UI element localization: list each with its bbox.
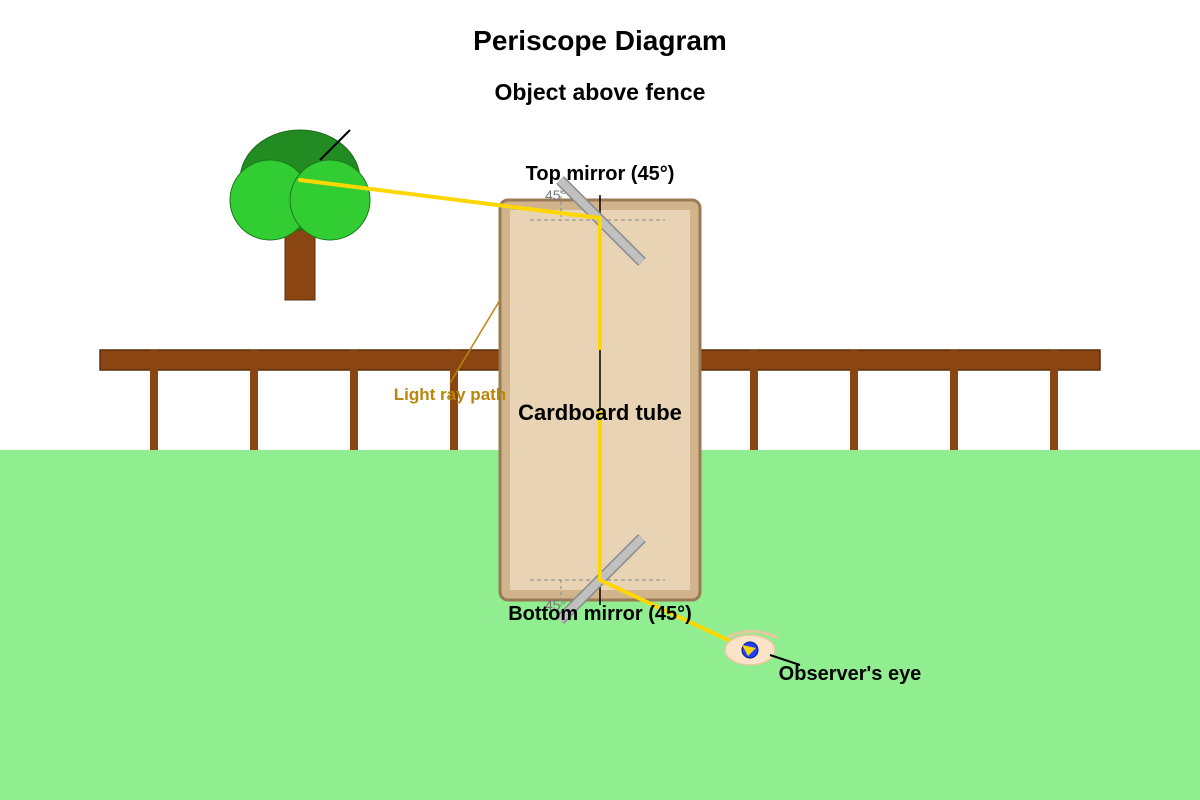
fence (99, 349, 1101, 450)
fence-post (750, 350, 758, 450)
tree-trunk (284, 224, 316, 301)
bottom-mirror-label: Bottom mirror (45°) (508, 603, 692, 625)
eye-ray-arrowhead (742, 645, 756, 656)
fence-rail-left (99, 349, 501, 371)
eye-pointer-line (769, 654, 801, 666)
eye-brow (727, 629, 779, 640)
tube-label: Cardboard tube (518, 400, 682, 425)
observer-eye (724, 629, 801, 666)
fence-rail-right (699, 349, 1101, 371)
subtitle: Object above fence (495, 79, 706, 105)
light-ray (298, 178, 747, 650)
fence-post (950, 350, 958, 450)
fence-post (150, 350, 158, 450)
fence-post (850, 350, 858, 450)
object-pointer-line (319, 129, 351, 161)
fence-post (1050, 350, 1058, 450)
ray-label-pointer (449, 299, 501, 384)
top-mirror-label: Top mirror (45°) (526, 163, 675, 185)
fence-post (350, 350, 358, 450)
eye-label: Observer's eye (779, 663, 922, 685)
ray-segment-incoming (298, 178, 602, 220)
bottom-angle-label: 45° (545, 597, 566, 613)
tree-leaf-cluster (289, 159, 371, 241)
top-angle-label: 45° (545, 187, 566, 203)
ray-segment-to-eye (598, 578, 747, 650)
fence-post (250, 350, 258, 450)
page-title: Periscope Diagram (473, 25, 727, 56)
tree (229, 129, 371, 301)
ray-label: Light ray path (394, 385, 506, 404)
fence-post (450, 350, 458, 450)
